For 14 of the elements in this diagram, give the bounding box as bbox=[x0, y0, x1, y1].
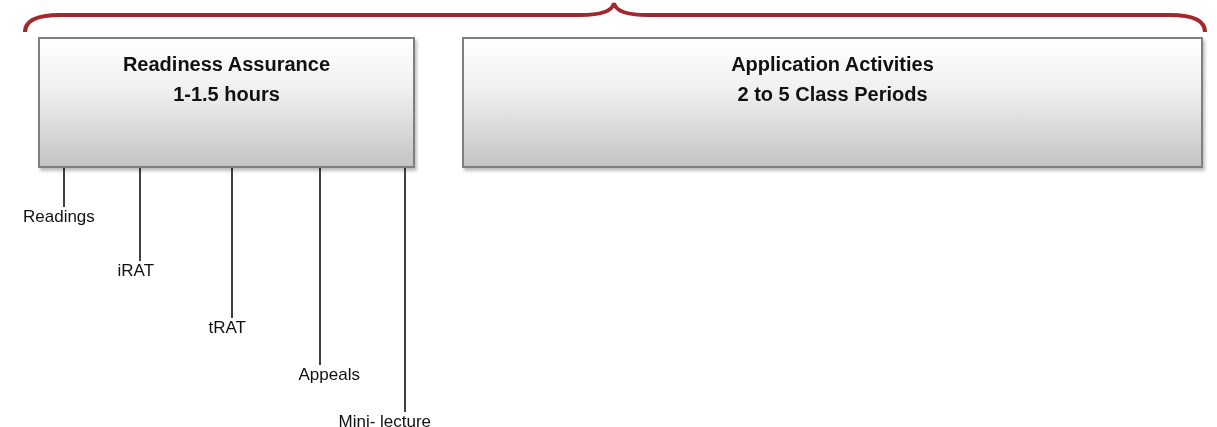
activity-label: Readings bbox=[23, 207, 95, 227]
leader-line bbox=[404, 167, 406, 413]
leader-line bbox=[231, 167, 233, 319]
activity-label: iRAT bbox=[117, 261, 154, 281]
leader-line bbox=[139, 167, 141, 262]
box-title: Readiness Assurance bbox=[121, 52, 332, 77]
box-title: Application Activities bbox=[730, 52, 935, 77]
activity-label: tRAT bbox=[208, 318, 246, 338]
leader-line bbox=[63, 167, 65, 208]
leader-line bbox=[319, 167, 321, 366]
box-title: 2 to 5 Class Periods bbox=[736, 82, 929, 107]
activity-label: Mini- lecture bbox=[338, 412, 432, 427]
activity-label: Appeals bbox=[298, 365, 360, 385]
box-title: 1-1.5 hours bbox=[172, 82, 281, 107]
